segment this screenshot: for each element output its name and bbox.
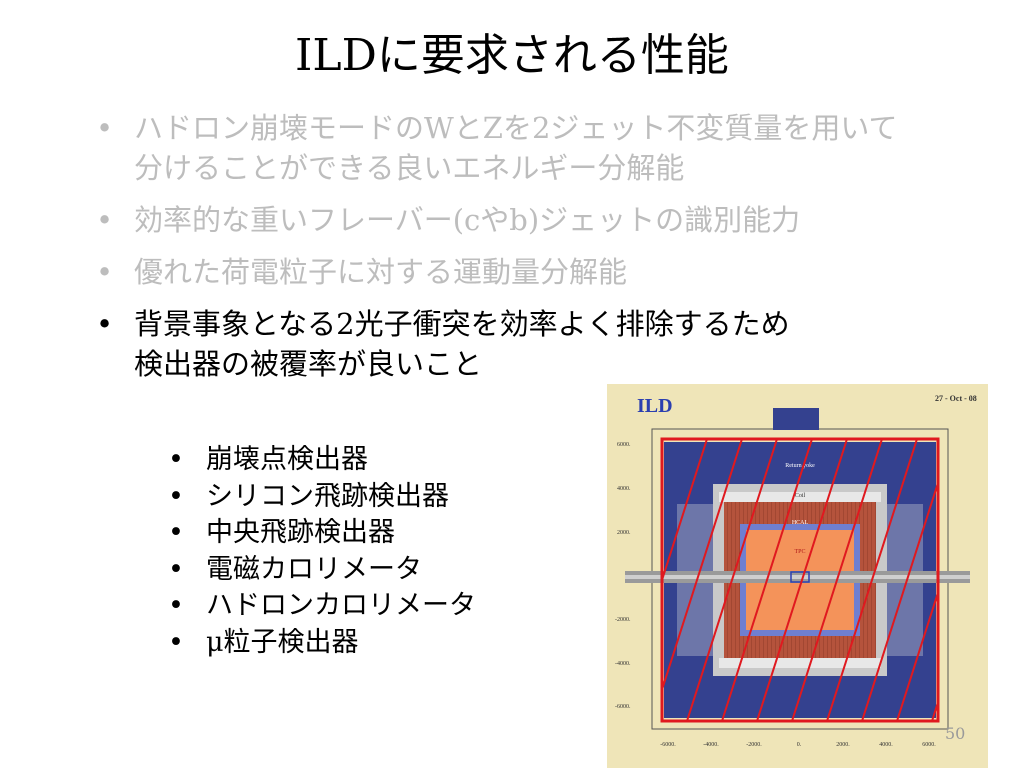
y-tick-label: 6000. xyxy=(617,442,631,448)
sub-bullet-text: シリコン飛跡検出器 xyxy=(206,480,449,512)
ild-detector-drawing: ILD 27 - Oct - 08 Return yoke Coil HCAL … xyxy=(615,394,977,748)
bullet-text: 効率的な重いフレーバー(cやb)ジェットの識別能力 xyxy=(134,203,801,237)
bullet-dot: • xyxy=(168,444,184,475)
bullet-dot: • xyxy=(168,626,184,658)
sub-bullet-text: ハドロンカロリメータ xyxy=(206,590,476,621)
figure-label: ILD xyxy=(637,395,673,417)
sub-bullet-vertex: • 崩壊点検出器 xyxy=(168,442,528,479)
coil-bottom xyxy=(719,658,881,668)
bullet-dot: • xyxy=(168,480,184,512)
x-tick-label: -6000. xyxy=(660,742,676,748)
y-tick-label: -6000. xyxy=(615,704,631,710)
bullet-dot: • xyxy=(168,517,184,548)
tpc-label: TPC xyxy=(794,549,805,555)
bullet-energy-resolution: • ハドロン崩壊モードのWとZを2ジェット不変質量を用いて 分けることができる良… xyxy=(96,108,956,188)
coverage-diagonals xyxy=(662,439,938,721)
sub-bullet-text: μ粒子検出器 xyxy=(206,626,359,658)
sub-bullet-text: 中央飛跡検出器 xyxy=(206,517,395,548)
x-tick-label: -4000. xyxy=(703,742,719,748)
vertex-detector xyxy=(790,571,810,583)
bullet-dot: • xyxy=(168,590,184,621)
coil-label: Coil xyxy=(795,493,806,499)
ild-detector-figure: ILD 27 - Oct - 08 Return yoke Coil HCAL … xyxy=(607,384,988,768)
bullet-dot: • xyxy=(96,255,114,289)
y-tick-label: -4000. xyxy=(615,661,631,667)
bullet-dot: • xyxy=(96,307,114,341)
bullet-text: 優れた荷電粒子に対する運動量分解能 xyxy=(134,255,628,289)
beam-pipe-inner xyxy=(625,575,970,579)
bullet-text-line: 分けることができる良いエネルギー分解能 xyxy=(134,151,685,185)
sub-bullet-central: • 中央飛跡検出器 xyxy=(168,515,528,552)
x-tick-label: 4000. xyxy=(879,742,893,748)
x-tick-labels: -6000. -4000. -2000. 0. 2000. 4000. 6000… xyxy=(660,742,936,748)
sub-bullet-ecal: • 電磁カロリメータ xyxy=(168,552,528,589)
bullet-momentum-resolution: • 優れた荷電粒子に対する運動量分解能 xyxy=(96,252,956,292)
sub-bullet-hcal: • ハドロンカロリメータ xyxy=(168,588,528,625)
bullet-text-line: ハドロン崩壊モードのWとZを2ジェット不変質量を用いて xyxy=(134,111,898,145)
coil-top xyxy=(719,492,881,502)
bullet-flavor-tagging: • 効率的な重いフレーバー(cやb)ジェットの識別能力 xyxy=(96,200,956,240)
bullet-coverage: • 背景事象となる2光子衝突を効率よく排除するため 検出器の被覆率が良いこと xyxy=(96,304,956,384)
sub-bullet-silicon: • シリコン飛跡検出器 xyxy=(168,479,528,516)
detector-sub-list: • 崩壊点検出器 • シリコン飛跡検出器 • 中央飛跡検出器 • 電磁カロリメータ • ハ… xyxy=(168,442,528,661)
bullet-dot: • xyxy=(96,111,114,145)
hcal-label: HCAL xyxy=(792,520,809,526)
x-tick-label: 2000. xyxy=(836,742,850,748)
bullet-dot: • xyxy=(168,553,184,585)
figure-date: 27 - Oct - 08 xyxy=(935,394,977,403)
y-tick-label: -2000. xyxy=(615,617,631,623)
sub-bullet-text: 電磁カロリメータ xyxy=(206,553,422,585)
main-bullet-list: • ハドロン崩壊モードのWとZを2ジェット不変質量を用いて 分けることができる良… xyxy=(96,108,956,396)
page-number: 50 xyxy=(945,724,966,743)
y-tick-label: 4000. xyxy=(617,486,631,492)
yoke-label: Return yoke xyxy=(785,463,815,469)
sub-bullet-muon: • μ粒子検出器 xyxy=(168,625,528,662)
y-tick-labels: 6000. 4000. 2000. -2000. -4000. -6000. xyxy=(615,442,631,710)
bullet-text-line: 検出器の被覆率が良いこと xyxy=(134,347,483,381)
bullet-text-line: 背景事象となる2光子衝突を効率よく排除するため xyxy=(134,307,790,341)
sub-bullet-text: 崩壊点検出器 xyxy=(206,444,368,475)
y-tick-label: 2000. xyxy=(617,530,631,536)
slide-title: ILDに要求される性能 xyxy=(295,30,729,81)
x-tick-label: -2000. xyxy=(746,742,762,748)
x-tick-label: 6000. xyxy=(922,742,936,748)
top-cryo-block xyxy=(773,408,819,430)
x-tick-label: 0. xyxy=(797,742,802,748)
bullet-dot: • xyxy=(96,203,114,237)
